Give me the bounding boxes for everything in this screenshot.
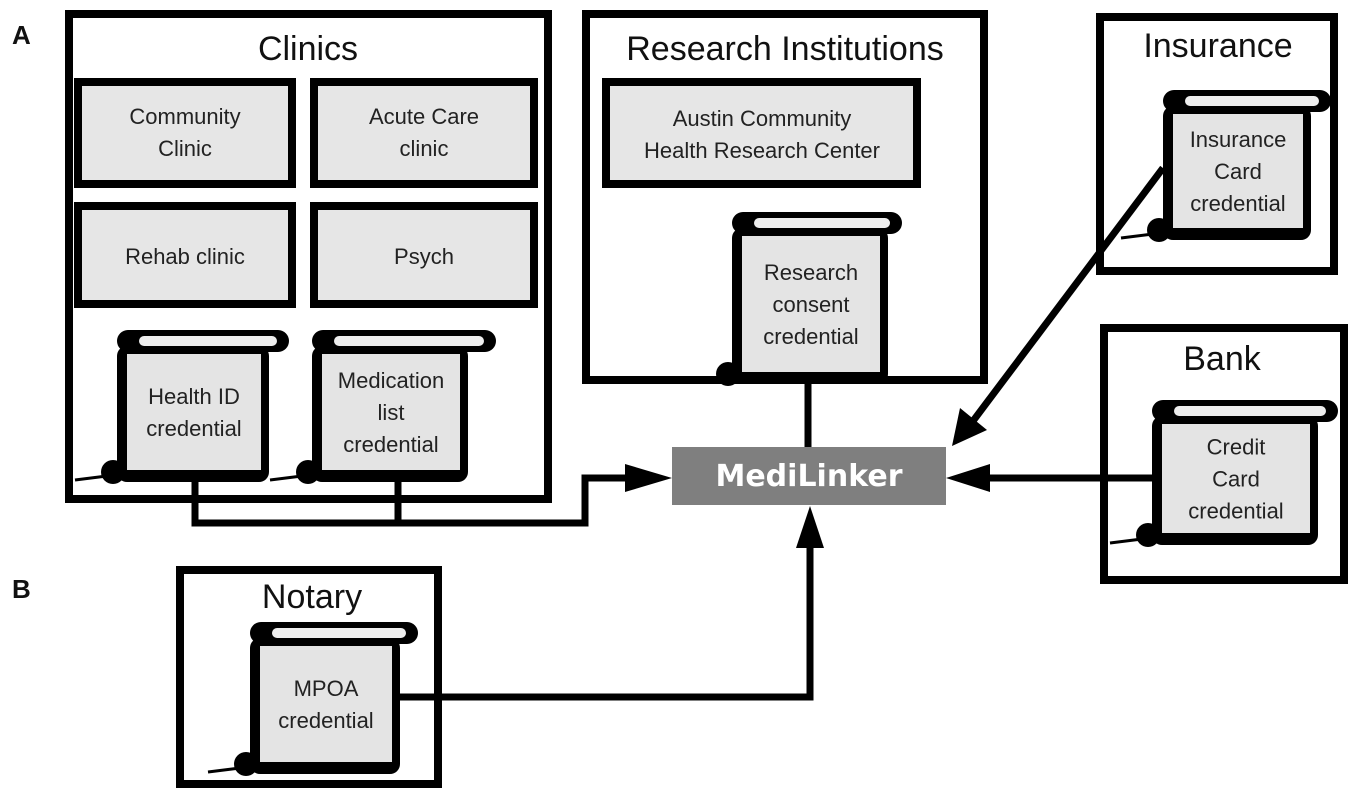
clinic-acute-care: Acute Care clinic [310,78,538,188]
research-title: Research Institutions [626,30,944,68]
svg-text:Community: Community [129,104,240,129]
svg-text:Clinic: Clinic [158,136,212,161]
clinics-title: Clinics [258,30,358,68]
credential-label: Insurance [1190,127,1287,152]
medilinker-label: MediLinker [715,459,902,494]
scroll-tail-icon [1109,537,1143,545]
connector-health-id [191,474,630,527]
svg-text:clinic: clinic [400,136,449,161]
arrowhead-clinics [625,464,672,492]
clinic-psych: Psych [310,202,538,308]
svg-text:Psych: Psych [394,244,454,269]
credential-label: Credit [1207,435,1266,460]
credential-research-consent: Research consent credential [689,212,902,386]
credential-label: Card [1212,467,1260,492]
credential-label: consent [772,292,849,317]
insurance-title: Insurance [1143,27,1292,65]
credential-health-id: Health ID credential [74,330,289,484]
panel-letter-a: A [12,20,31,50]
svg-text:Health Research Center: Health Research Center [644,138,880,163]
credential-label: credential [763,324,858,349]
arrowhead-insurance [952,408,987,446]
credential-scrolls: Health IDcredentialMedicationlistcredent… [74,90,1338,776]
bank-title: Bank [1183,340,1261,378]
medilinker-box[interactable] [672,447,946,505]
credential-label: credential [1190,191,1285,216]
svg-text:Austin Community: Austin Community [673,106,852,131]
credential-label: Research [764,260,858,285]
svg-text:Acute Care: Acute Care [369,104,479,129]
scroll-tail-icon [689,376,723,384]
credential-label: credential [343,432,438,457]
credential-label: credential [146,416,241,441]
clinic-community: Community Clinic [74,78,296,188]
medilinker-hub[interactable]: MediLinker [672,447,946,505]
credential-label: Card [1214,159,1262,184]
credential-label: Health ID [148,384,240,409]
scroll-tail-icon [207,766,241,774]
research-center: Austin Community Health Research Center [602,78,921,188]
connectors [191,165,1166,701]
credential-label: credential [278,708,373,733]
scroll-tail-icon [269,474,303,482]
clinics-panel: Clinics Community Clinic Acute Care clin… [65,10,552,503]
panel-letter-b: B [12,574,31,604]
connector-insurance [967,165,1166,428]
notary-title: Notary [262,578,362,616]
credential-label: Medication [338,368,444,393]
scroll-tail-icon [1120,232,1154,240]
credential-medication-list: Medication list credential [269,330,496,484]
arrowhead-notary [796,506,824,548]
svg-text:Rehab clinic: Rehab clinic [125,244,245,269]
credential-label: MPOA [294,676,359,701]
arrowhead-bank [946,464,990,492]
credential-label: list [378,400,405,425]
scroll-tail-icon [74,474,108,482]
clinic-rehab: Rehab clinic [74,202,296,308]
connector-notary [400,545,814,701]
credential-mpoa: MPOA credential [207,622,418,776]
credential-label: credential [1188,499,1283,524]
